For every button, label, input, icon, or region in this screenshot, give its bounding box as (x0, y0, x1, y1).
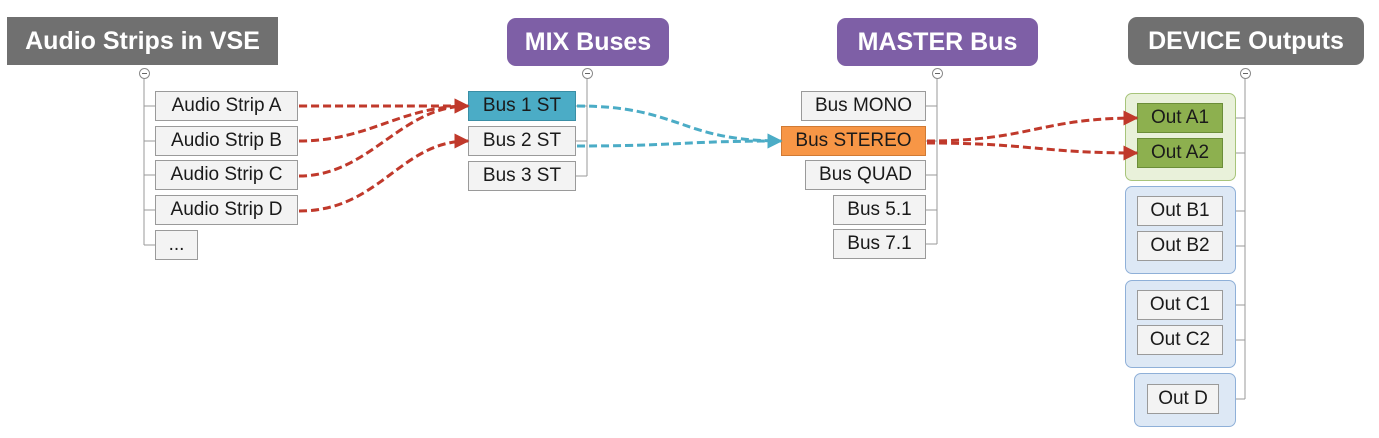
mix-bus-1-st[interactable]: Bus 1 ST (468, 91, 576, 121)
route-strip-d-to-bus2 (298, 133, 470, 213)
output-b2[interactable]: Out B2 (1137, 231, 1223, 261)
master-bus-7-1[interactable]: Bus 7.1 (833, 229, 926, 259)
master-bus-5-1[interactable]: Bus 5.1 (833, 195, 926, 225)
collapse-mix-toggle[interactable] (582, 68, 593, 79)
master-bus-stereo[interactable]: Bus STEREO (781, 126, 926, 156)
route-bus2-to-stereo (576, 133, 783, 149)
vse-tree-lines (143, 72, 156, 246)
collapse-device-toggle[interactable] (1240, 68, 1251, 79)
collapse-master-toggle[interactable] (932, 68, 943, 79)
route-strip-b-to-bus1 (298, 98, 470, 143)
master-bus-mono[interactable]: Bus MONO (801, 91, 926, 121)
output-c1[interactable]: Out C1 (1137, 290, 1223, 320)
audio-strip-d[interactable]: Audio Strip D (155, 195, 298, 225)
header-vse: Audio Strips in VSE (7, 17, 278, 65)
header-mix: MIX Buses (507, 18, 669, 66)
header-device: DEVICE Outputs (1128, 17, 1364, 65)
audio-strip-a[interactable]: Audio Strip A (155, 91, 298, 121)
route-stereo-to-a1 (926, 110, 1139, 143)
route-strip-c-to-bus1 (298, 98, 470, 178)
output-b1[interactable]: Out B1 (1137, 196, 1223, 226)
route-bus1-to-stereo (576, 104, 783, 149)
mix-bus-2-st[interactable]: Bus 2 ST (468, 126, 576, 156)
route-stereo-to-a2 (926, 141, 1139, 161)
audio-strip-c[interactable]: Audio Strip C (155, 160, 298, 190)
collapse-vse-toggle[interactable] (139, 68, 150, 79)
output-d[interactable]: Out D (1147, 384, 1219, 414)
header-master: MASTER Bus (837, 18, 1038, 66)
device-tree-lines (1235, 78, 1246, 400)
output-a1[interactable]: Out A1 (1137, 103, 1223, 133)
output-c2[interactable]: Out C2 (1137, 325, 1223, 355)
audio-strip-b[interactable]: Audio Strip B (155, 126, 298, 156)
mix-bus-3-st[interactable]: Bus 3 ST (468, 161, 576, 191)
audio-strip-more[interactable]: ... (155, 230, 198, 260)
master-bus-quad[interactable]: Bus QUAD (805, 160, 926, 190)
